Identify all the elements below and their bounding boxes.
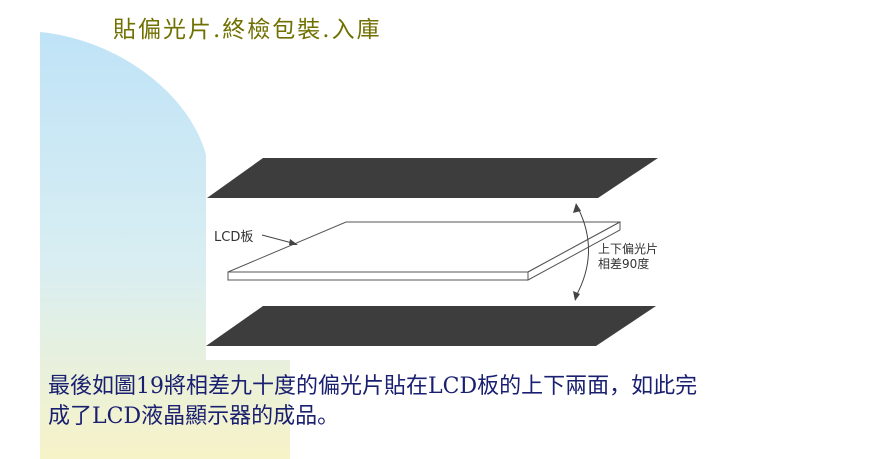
lcd-panel-side-edge xyxy=(527,221,621,281)
decor-arc-shape xyxy=(40,32,290,459)
lcd-label-arrowhead xyxy=(289,239,298,245)
polarizer-label-line2: 相差90度 xyxy=(598,256,649,271)
polarizer-label-line1: 上下偏光片 xyxy=(598,241,658,256)
lcd-panel-top-face xyxy=(227,221,621,273)
lcd-panel-front-edge xyxy=(227,271,529,281)
lcd-label: LCD板 xyxy=(214,230,253,245)
body-line-2: 成了LCD液晶顯示器的成品。 xyxy=(48,404,340,429)
top-polarizer-sheet xyxy=(207,158,658,198)
rotation-arrow-curve xyxy=(575,207,589,297)
bottom-polarizer-sheet xyxy=(206,306,656,346)
decor-white-strip xyxy=(206,155,212,360)
rotation-arrow-head-bottom xyxy=(573,291,580,301)
slide-title: 貼偏光片.終檢包裝.入庫 xyxy=(113,17,382,43)
rotation-arrow-head-top xyxy=(573,203,581,213)
body-line-1: 最後如圖19將相差九十度的偏光片貼在LCD板的上下兩面，如此完 xyxy=(48,374,698,399)
body-paragraph: 最後如圖19將相差九十度的偏光片貼在LCD板的上下兩面，如此完 成了LCD液晶顯… xyxy=(48,372,878,432)
